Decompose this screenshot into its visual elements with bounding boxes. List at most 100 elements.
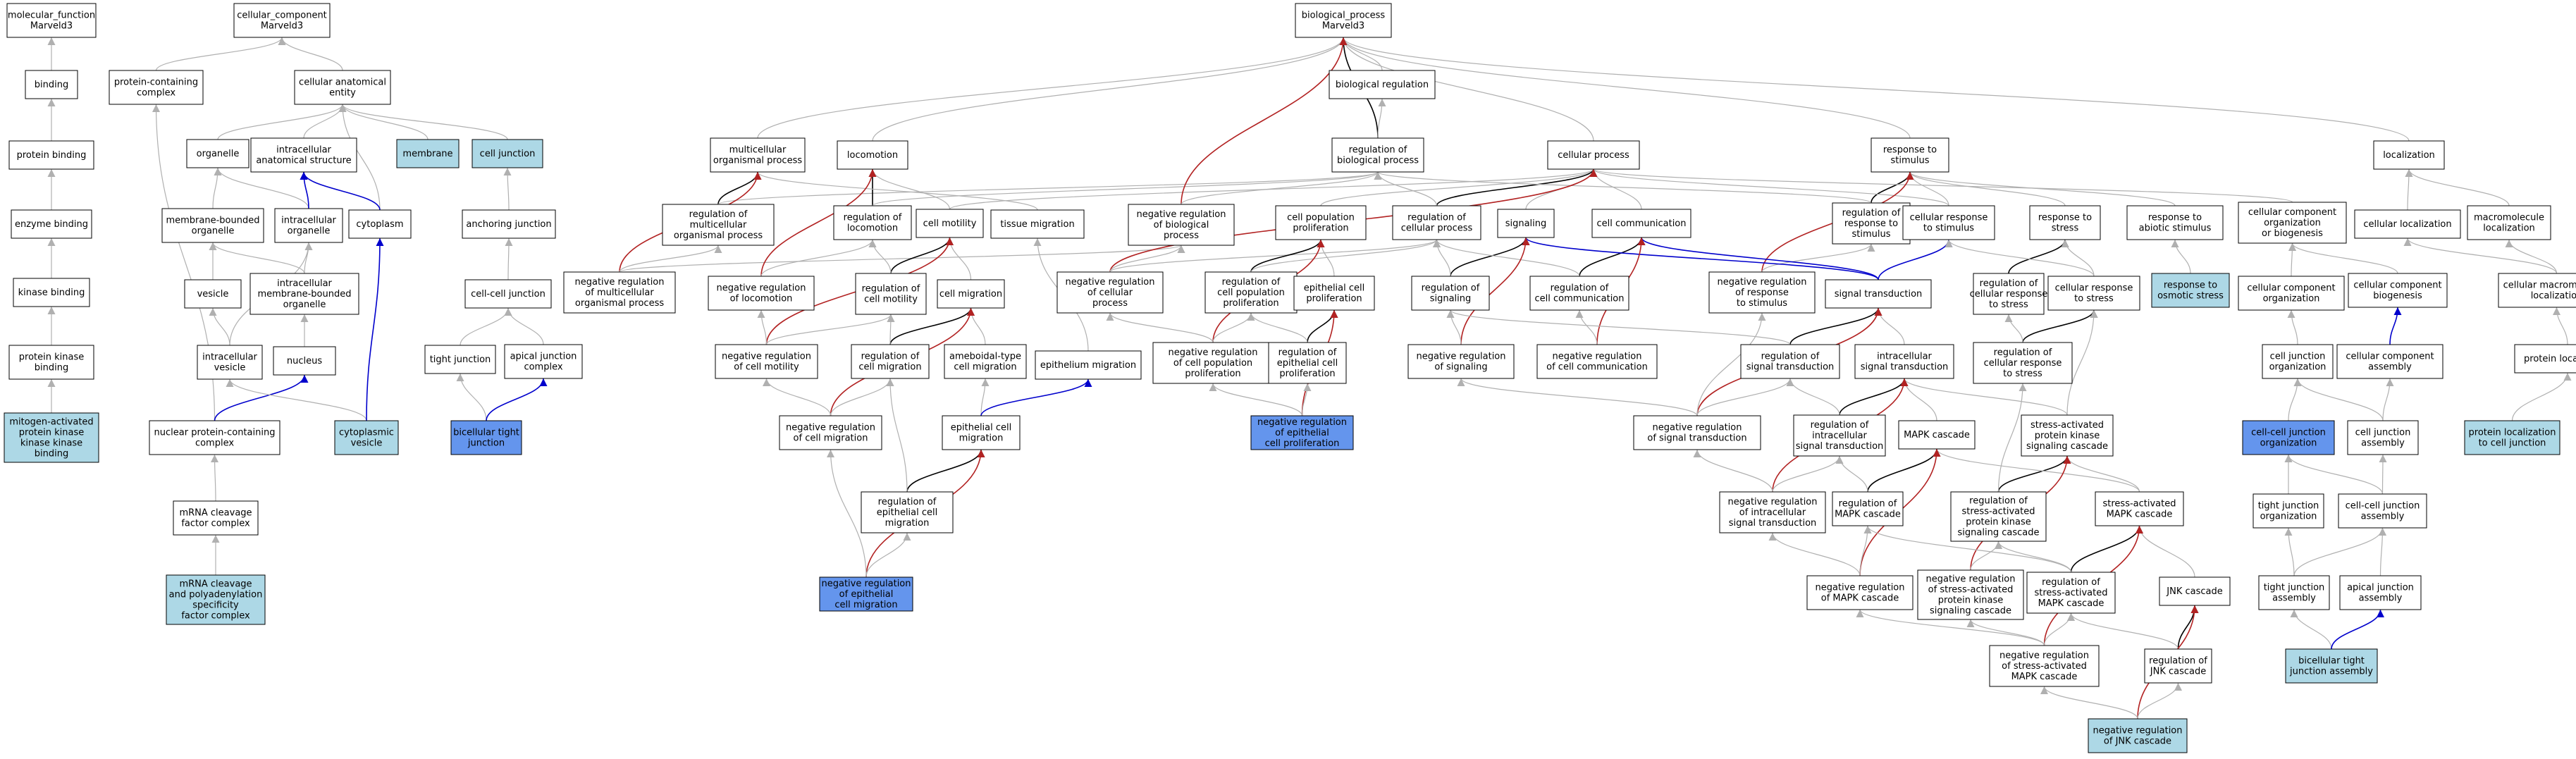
- node-protein-localization[interactable]: protein localization: [2514, 344, 2576, 374]
- node-organelle[interactable]: organelle: [186, 139, 249, 168]
- node-binding[interactable]: binding: [25, 70, 78, 99]
- node-anchoring-junction[interactable]: anchoring junction: [462, 209, 556, 239]
- node-nucleus[interactable]: nucleus: [273, 346, 336, 376]
- node-locomotion[interactable]: locomotion: [837, 140, 908, 170]
- node-epithelium-migration[interactable]: epithelium migration: [1035, 350, 1142, 380]
- node-cellular-process[interactable]: cellular process: [1547, 140, 1640, 170]
- node-signal-transduction[interactable]: signal transduction: [1825, 279, 1932, 309]
- node-cell-communication[interactable]: cell communication: [1591, 209, 1691, 238]
- node-biological-regulation[interactable]: biological regulation: [1329, 70, 1436, 99]
- node-kinase-binding[interactable]: kinase binding: [13, 278, 90, 307]
- node-cell-junction[interactable]: cell junction: [472, 139, 543, 168]
- node-vesicle[interactable]: vesicle: [184, 279, 242, 309]
- node-localization[interactable]: localization: [2373, 140, 2445, 170]
- node-cell-migration[interactable]: cell migration: [937, 279, 1005, 309]
- node-tight-junction[interactable]: tight junction: [424, 345, 496, 374]
- node-cellular-localization[interactable]: cellular localization: [2354, 209, 2461, 239]
- node-cell-cell-junction[interactable]: cell-cell junction: [464, 279, 552, 309]
- node-tissue-migration[interactable]: tissue migration: [990, 209, 1085, 239]
- node-cell-motility[interactable]: cell motility: [916, 209, 984, 238]
- node-membrane[interactable]: membrane: [396, 139, 460, 168]
